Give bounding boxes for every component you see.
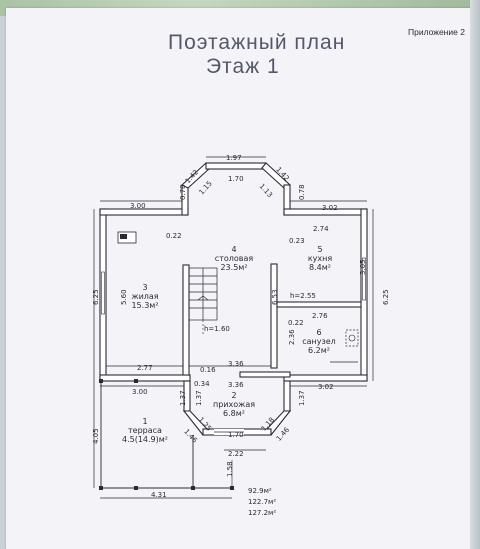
floor-title: Этаж 1 <box>206 55 280 78</box>
ceiling-height-stairs: h=1.60 <box>204 325 230 333</box>
room-kitchen: 5 кухня 8.4м² <box>308 245 333 272</box>
room-hall: 2 прихожая 6.8м² <box>213 391 255 418</box>
interior-wall-kitchen <box>270 263 278 369</box>
room-number: 4 <box>231 245 236 254</box>
dim-kitchen-height: 3.05 <box>359 259 367 275</box>
total-area-3: 127.2м² <box>248 509 276 517</box>
dim-right-outer-height: 6.25 <box>382 289 390 305</box>
dim-bath-width: 2.76 <box>312 312 328 320</box>
room-number: 3 <box>142 283 147 292</box>
dim-hall-right-h: 1.37 <box>298 390 306 406</box>
toilet-icon <box>345 329 359 347</box>
dim-hall-diag-right-outer: 1.46 <box>275 425 292 442</box>
dim-wall-016: 0.16 <box>200 366 216 374</box>
staircase <box>188 267 218 336</box>
dim-hall-bottom-inner: 1.70 <box>228 431 244 439</box>
area-totals: 92.9м² 122.7м² 127.2м² <box>248 487 276 517</box>
kitchen-bath-wall <box>276 301 362 308</box>
dim-bath-height: 2.36 <box>288 329 296 345</box>
dim-hall-diag-left-outer: 1.46 <box>182 428 199 445</box>
room-living: 3 жилая 15.3м² <box>131 283 158 310</box>
room-name: прихожая <box>213 400 255 409</box>
room-area: 6.2м² <box>308 346 330 355</box>
dim-living-bottom: 2.77 <box>137 364 153 372</box>
room-name: кухня <box>308 254 333 263</box>
ceiling-height-kitchen: h=2.55 <box>290 292 316 300</box>
room-name: жилая <box>131 292 158 301</box>
dim-living-height: 5.60 <box>120 289 128 305</box>
dim-bay-top-inner: 1.70 <box>228 175 244 183</box>
room-area: 4.5(14.9)м² <box>122 435 168 444</box>
stove-icon <box>117 231 137 244</box>
room-bathroom: 6 санузел 6.2м² <box>302 328 336 355</box>
dim-right-bottom: 3.02 <box>318 383 334 391</box>
interior-wall-living <box>182 264 190 376</box>
dim-hall-left-h2: 1.37 <box>195 390 203 406</box>
bottom-right-wall <box>283 374 368 382</box>
dim-left-outer-height: 6.25 <box>92 289 100 305</box>
room-terrace: 1 терраса 4.5(14.9)м² <box>122 417 168 444</box>
dim-hall-bottom-outer: 2.22 <box>228 450 244 458</box>
right-window <box>362 257 366 301</box>
dim-terrace-offset: 1.58 <box>226 461 234 477</box>
room-area: 23.5м² <box>220 263 247 272</box>
total-area-2: 122.7м² <box>248 498 276 506</box>
dim-bath-offset: 0.22 <box>288 319 304 327</box>
dim-dining-height: 6.53 <box>271 289 279 305</box>
room-area: 6.8м² <box>223 409 245 418</box>
room-number: 2 <box>231 391 236 400</box>
walls <box>99 162 368 436</box>
paper-edge-shadow <box>470 0 480 549</box>
dim-dining-right-offset: 0.23 <box>289 237 305 245</box>
dim-terrace-height: 4.05 <box>92 428 100 444</box>
room-name: санузел <box>302 337 336 346</box>
dim-terrace-width: 4.31 <box>151 491 167 499</box>
dim-bay-left-diag-inner: 1.15 <box>197 180 213 197</box>
room-dining: 4 столовая 23.5м² <box>215 245 254 272</box>
hall-right-wall <box>283 380 291 412</box>
dim-dining-left-offset: 0.22 <box>166 232 182 240</box>
dim-bay-top-outer: 1.97 <box>226 154 242 162</box>
room-name: терраса <box>128 426 162 435</box>
bay-top-wall <box>205 162 267 170</box>
dim-hall-width2: 3.36 <box>228 381 244 389</box>
dim-hall-width: 3.36 <box>228 360 244 368</box>
dim-left-bottom: 3.00 <box>132 388 148 396</box>
room-number: 1 <box>142 417 147 426</box>
terrace-outline <box>99 379 234 490</box>
room-area: 8.4м² <box>309 263 331 272</box>
hall-top-wall <box>239 371 291 378</box>
dim-kitchen-width: 2.74 <box>313 225 329 233</box>
appendix-label: Приложение 2 <box>408 27 465 37</box>
room-number: 6 <box>316 328 321 337</box>
room-name: столовая <box>215 254 254 263</box>
dim-hall-left-h: 1.37 <box>179 390 187 406</box>
room-number: 5 <box>317 245 322 254</box>
dim-wall-034: 0.34 <box>194 380 210 388</box>
left-window <box>101 271 105 315</box>
dim-bay-right-diag-inner: 1.13 <box>258 182 274 199</box>
dim-right-wall-top: 3.02 <box>322 204 338 212</box>
dim-left-wall-top: 3.00 <box>130 202 146 210</box>
total-area-1: 92.9м² <box>248 487 272 495</box>
paper-sheet <box>6 8 470 549</box>
plan-title: Поэтажный план <box>168 31 346 54</box>
dimension-lines <box>93 156 374 499</box>
dim-bay-right-side: 0.78 <box>298 184 306 200</box>
dim-bay-left-side: 0.78 <box>179 184 187 200</box>
room-area: 15.3м² <box>131 301 158 310</box>
bottom-left-wall <box>99 374 191 382</box>
